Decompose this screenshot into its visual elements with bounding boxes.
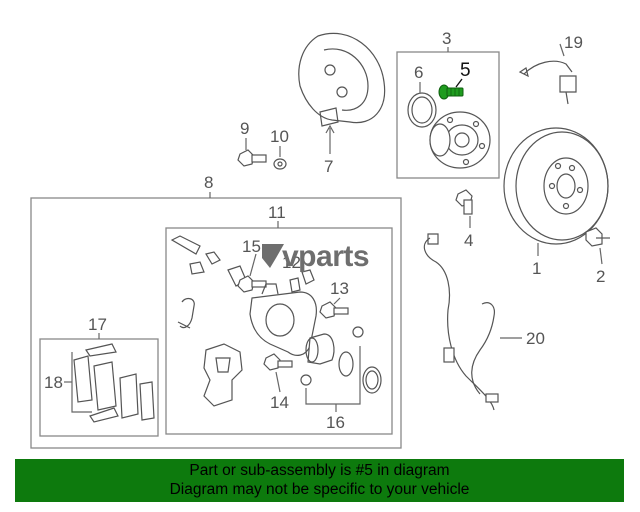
callout-10: 10 [270,127,289,146]
tone-ring-part [407,92,437,128]
callout-13: 13 [330,279,349,298]
vparts-watermark: vparts [262,240,370,273]
disc-screw-part [585,227,610,247]
guide-pin-part [170,235,247,287]
callout-11: 11 [268,203,286,222]
piston-part [305,333,335,365]
callout-12: 12 [282,253,301,272]
callout-1: 1 [532,259,541,278]
lower-bolt-part [263,353,312,386]
caliper-assembly-box [30,197,402,449]
callout-20: 20 [526,329,545,348]
callout-3: 3 [442,29,451,48]
callout-16: 16 [326,413,345,432]
brake-disc-part [503,127,609,245]
hub-bolt-part-highlighted [438,84,464,100]
caliper-bracket-part [203,343,243,407]
callout-15: 15 [242,237,261,256]
wheel-sensor-part [518,60,577,105]
callout-8: 8 [204,173,213,192]
caliper-body-part [249,283,317,356]
callout-14: 14 [270,393,289,412]
callout-5-highlighted: 5 [460,60,471,81]
callout-9: 9 [240,119,249,138]
info-banner: Part or sub-assembly is #5 in diagram Di… [15,459,624,502]
shield-bolt-part [237,149,267,167]
brake-pad-kit-part [73,343,155,423]
piston-seal-part [338,351,354,377]
caliper-clip-part [177,297,195,329]
callout-17: 17 [88,315,107,334]
callout-7: 7 [324,157,333,176]
guide-bolt-part [237,275,267,293]
piston-boot-part [362,366,382,394]
callout-4: 4 [464,231,473,250]
caliper-subassembly-box [165,227,393,435]
abs-sensor-harness-part [423,233,499,411]
caliper-bolt-part [319,301,364,338]
callout-19: 19 [564,33,583,52]
dust-shield-part [298,32,386,127]
callout-2: 2 [596,267,605,286]
callout-6: 6 [414,63,423,82]
parts-diagram: 1 2 3 4 5 6 7 8 9 10 11 12 13 14 15 16 1… [30,29,610,449]
banner-line-disclaimer: Diagram may not be specific to your vehi… [169,481,470,498]
washer-part [273,158,287,170]
callout-18: 18 [44,373,63,392]
vparts-logo-icon [262,244,284,268]
bleeder-screw-part [289,269,315,293]
caliper-mount-bolt-part [455,189,473,215]
watermark-text: vparts [282,240,369,273]
banner-line-part-info: Part or sub-assembly is #5 in diagram [189,462,450,479]
wheel-hub-part [429,111,491,169]
